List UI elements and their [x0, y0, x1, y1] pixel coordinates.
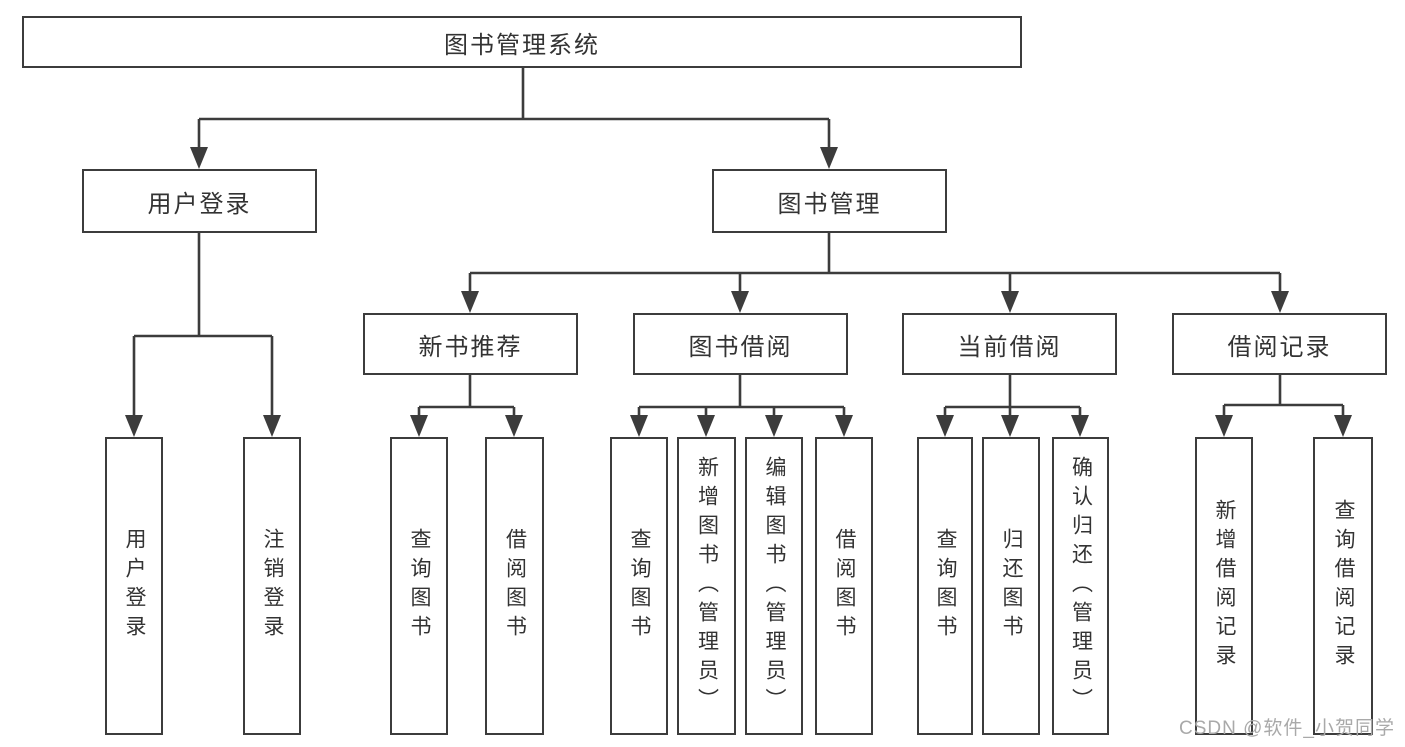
node-borrowing-records-label: 借阅记录 — [1227, 333, 1332, 361]
leaf-add-book-admin: 新增图书（管理员） — [677, 437, 736, 735]
node-book-borrowing: 图书借阅 — [633, 313, 848, 375]
leaf-borrow-books-recommend-label: 借阅图书 — [503, 528, 527, 644]
leaf-confirm-return-admin-label: 确认归还（管理员） — [1069, 455, 1093, 717]
node-root-system: 图书管理系统 — [22, 16, 1022, 68]
node-root-label: 图书管理系统 — [444, 31, 600, 59]
leaf-query-borrow-record-label: 查询借阅记录 — [1332, 499, 1355, 673]
leaf-query-books-current: 查询图书 — [917, 437, 973, 735]
node-borrowing-records: 借阅记录 — [1172, 313, 1387, 375]
leaf-user-login: 用户登录 — [105, 437, 163, 735]
leaf-query-books-borrow-label: 查询图书 — [628, 528, 651, 644]
leaf-query-books-current-label: 查询图书 — [934, 528, 957, 644]
leaf-edit-book-admin: 编辑图书（管理员） — [745, 437, 803, 735]
node-user-login-label: 用户登录 — [147, 190, 252, 218]
leaf-borrow-books-recommend: 借阅图书 — [485, 437, 544, 735]
leaf-user-login-label: 用户登录 — [123, 528, 146, 644]
leaf-add-borrow-record: 新增借阅记录 — [1195, 437, 1253, 735]
leaf-borrow-books-borrow: 借阅图书 — [815, 437, 873, 735]
node-book-management: 图书管理 — [712, 169, 947, 233]
watermark: CSDN @软件_小贺同学 — [1179, 718, 1395, 739]
node-book-management-label: 图书管理 — [777, 190, 882, 218]
leaf-return-book-label: 归还图书 — [1000, 528, 1023, 644]
leaf-query-books-recommend-label: 查询图书 — [408, 528, 431, 644]
leaf-add-borrow-record-label: 新增借阅记录 — [1213, 499, 1236, 673]
node-user-login: 用户登录 — [82, 169, 317, 233]
node-new-book-recommend-label: 新书推荐 — [418, 333, 523, 361]
leaf-edit-book-admin-label: 编辑图书（管理员） — [763, 455, 786, 717]
leaf-return-book: 归还图书 — [982, 437, 1040, 735]
leaf-query-books-recommend: 查询图书 — [390, 437, 448, 735]
leaf-query-books-borrow: 查询图书 — [610, 437, 668, 735]
node-current-borrowing: 当前借阅 — [902, 313, 1117, 375]
leaf-logout-label: 注销登录 — [261, 528, 284, 644]
leaf-logout: 注销登录 — [243, 437, 301, 735]
node-new-book-recommend: 新书推荐 — [363, 313, 578, 375]
leaf-query-borrow-record: 查询借阅记录 — [1313, 437, 1373, 735]
leaf-borrow-books-borrow-label: 借阅图书 — [833, 528, 856, 644]
node-current-borrowing-label: 当前借阅 — [957, 333, 1062, 361]
node-book-borrowing-label: 图书借阅 — [688, 333, 793, 361]
leaf-confirm-return-admin: 确认归还（管理员） — [1052, 437, 1109, 735]
leaf-add-book-admin-label: 新增图书（管理员） — [695, 455, 719, 717]
